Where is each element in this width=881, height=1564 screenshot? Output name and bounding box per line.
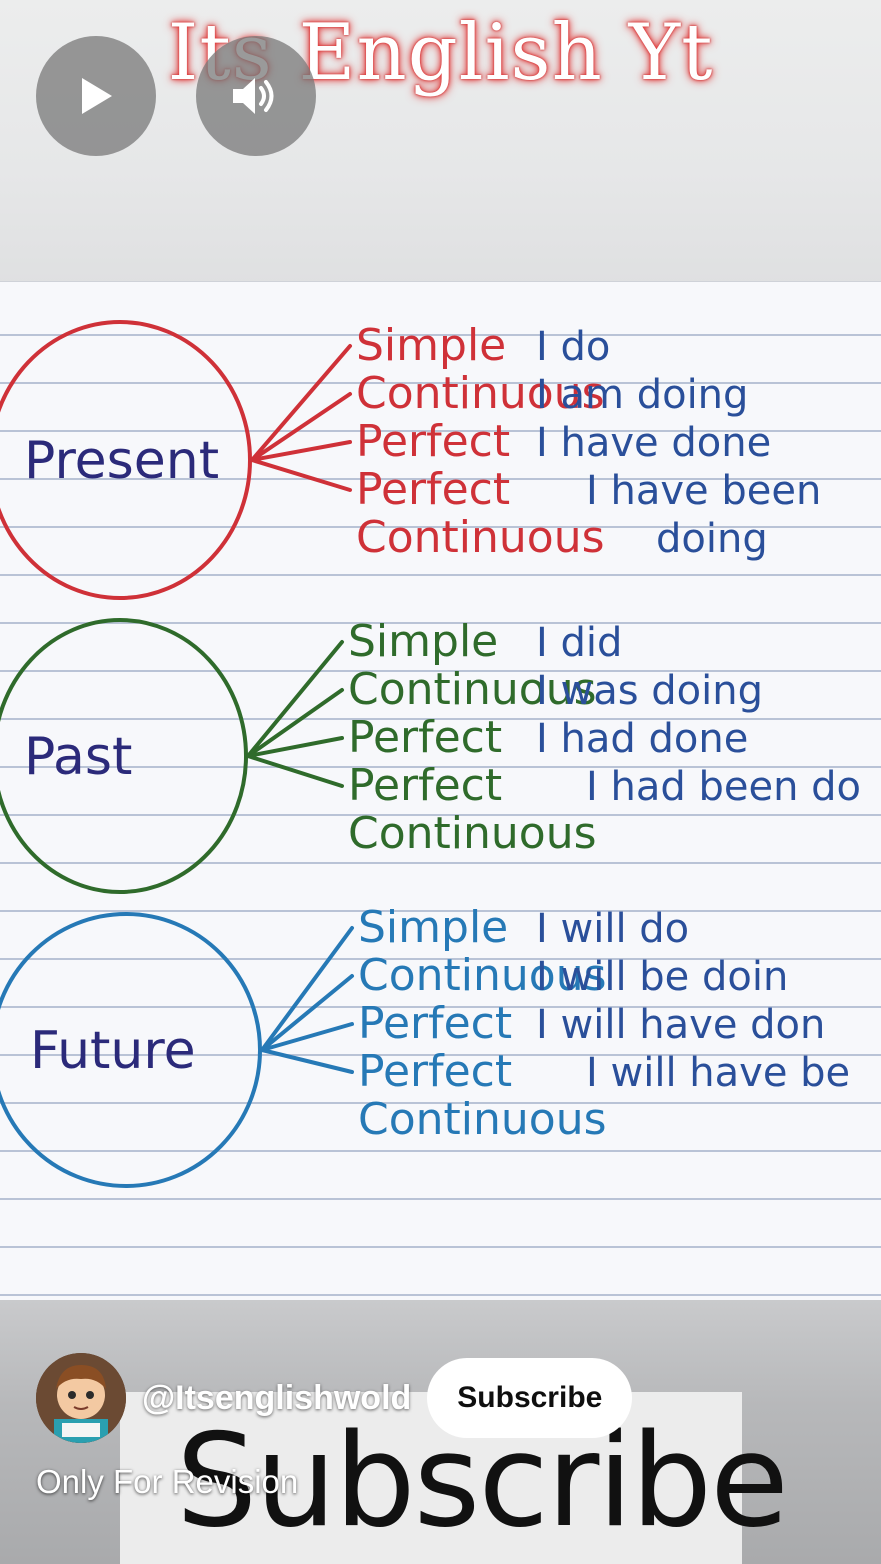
branch-line (250, 440, 352, 462)
tense-form-label: Continuous (348, 664, 597, 715)
tense-form-label: Simple (348, 616, 498, 667)
branch-line (250, 458, 352, 492)
branch-line (260, 974, 354, 1052)
branch-line (246, 736, 344, 758)
tense-example-text: I have been (586, 468, 821, 514)
tense-form-label: Continuous (348, 808, 597, 859)
tense-example-text: I do (536, 324, 610, 370)
tense-form-label: Perfect (356, 464, 510, 515)
tense-form-label: Perfect (356, 416, 510, 467)
branch-line (260, 1022, 354, 1052)
tense-form-label: Perfect (348, 760, 502, 811)
branch-line (246, 688, 344, 758)
tense-example-text: I will be doin (536, 954, 788, 1000)
tense-form-label: Perfect (348, 712, 502, 763)
tense-form-label: Continuous (358, 950, 607, 1001)
tense-form-label: Continuous (356, 368, 605, 419)
tense-example-text: doing (656, 516, 768, 562)
channel-row: @Itsenglishwold Subscribe (36, 1352, 633, 1444)
subscribe-button[interactable]: Subscribe (427, 1358, 633, 1438)
tense-example-text: I was doing (536, 668, 763, 714)
channel-handle[interactable]: @Itsenglishwold (142, 1378, 412, 1417)
past-label: Past (24, 727, 132, 787)
play-button[interactable] (36, 36, 156, 156)
volume-icon (233, 78, 274, 114)
video-caption[interactable]: Only For Revision (36, 1463, 299, 1500)
tense-form-label: Continuous (358, 1094, 607, 1145)
tense-form-label: Simple (358, 902, 508, 953)
branch-line (260, 1048, 354, 1074)
tense-example-text: I will have be (586, 1050, 850, 1096)
tense-example-text: I will have don (536, 1002, 825, 1048)
channel-avatar[interactable] (36, 1353, 126, 1443)
subscribe-card-background (120, 1392, 742, 1564)
branch-line (250, 392, 352, 462)
tense-form-label: Perfect (358, 1046, 512, 1097)
tense-example-text: I will do (536, 906, 689, 952)
tense-example-text: I had done (536, 716, 748, 762)
tense-example-text: I had been do (586, 764, 861, 810)
tense-example-text: I did (536, 620, 622, 666)
tense-example-text: I am doing (536, 372, 748, 418)
branch-line (246, 754, 344, 788)
branch-line (246, 640, 344, 758)
tense-form-label: Simple (356, 320, 506, 371)
subscribe-watermark-text: Subscribe (176, 1407, 789, 1556)
tense-example-text: I have done (536, 420, 771, 466)
avatar-illustration (36, 1353, 126, 1443)
tense-form-label: Perfect (358, 998, 512, 1049)
play-icon (82, 78, 112, 114)
present-label: Present (24, 431, 219, 491)
branch-line (250, 344, 352, 462)
future-label: Future (30, 1021, 196, 1081)
tense-form-label: Continuous (356, 512, 605, 563)
branch-line (260, 926, 354, 1052)
volume-button[interactable] (196, 36, 316, 156)
video-top-background (0, 0, 881, 285)
